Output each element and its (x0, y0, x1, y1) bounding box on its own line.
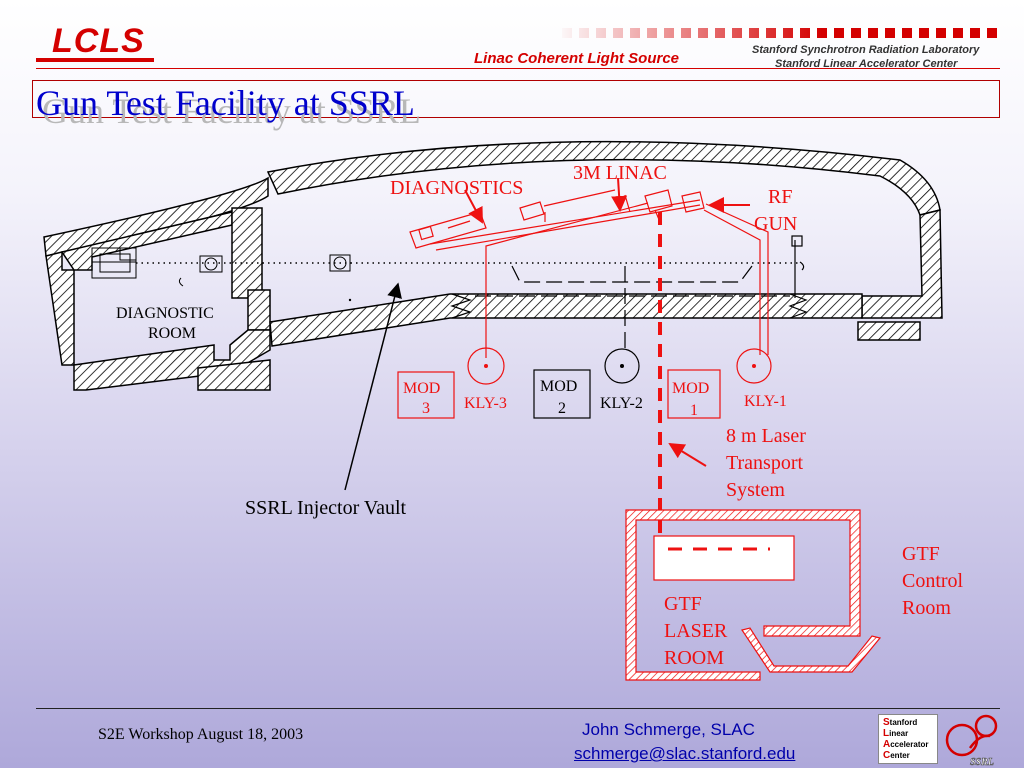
label-linac: 3M LINAC (573, 162, 667, 184)
laser-arrow (668, 442, 707, 467)
lcls-logo: LCLS (52, 22, 145, 60)
logo-underline (36, 58, 154, 62)
header-subtitle: Linac Coherent Light Source (474, 50, 680, 67)
label-mod2-2: 2 (558, 400, 566, 417)
label-laser-room-2: LASER (664, 620, 728, 642)
label-rf-gun-1: RF (768, 186, 792, 208)
label-mod3-2: 3 (422, 400, 430, 417)
diagram-labels: DIAGNOSTICS 3M LINAC RF GUN DIAGNOSTIC R… (116, 162, 964, 669)
header-rule (36, 68, 1000, 69)
vault-arrow (344, 282, 402, 491)
wall-breaks (450, 293, 808, 319)
label-laser-room-1: GTF (664, 593, 702, 615)
modulators (397, 369, 721, 419)
footer-author: John Schmerge, SLAC (582, 720, 755, 739)
klystrons (467, 347, 772, 385)
label-kly1: KLY-1 (744, 393, 787, 410)
diagnostic-room-equipment (91, 247, 351, 287)
linac-assembly (409, 189, 769, 358)
label-laser-1: 8 m Laser (726, 425, 806, 447)
label-diag-room-2: ROOM (148, 325, 196, 342)
slide-title: Gun Test Facility at SSRL (36, 83, 415, 123)
label-laser-room-3: ROOM (664, 647, 724, 669)
footer-event: S2E Workshop August 18, 2003 (98, 726, 304, 743)
linac-arrow (611, 177, 628, 212)
label-control-1: GTF (902, 543, 940, 565)
label-mod2-1: MOD (540, 378, 577, 395)
lab-name-line2: Stanford Linear Accelerator Center (775, 58, 958, 70)
header-stripes (555, 28, 1000, 38)
label-laser-2: Transport (726, 452, 803, 474)
label-kly2: KLY-2 (600, 395, 643, 412)
cable-trays (475, 235, 805, 350)
svg-text:SSRL: SSRL (970, 757, 994, 768)
label-laser-3: System (726, 479, 785, 501)
footer-email-link[interactable]: schmerge@slac.stanford.edu (574, 744, 796, 763)
gtf-laser-room (625, 509, 882, 681)
label-control-3: Room (902, 597, 951, 619)
label-mod1-2: 1 (690, 402, 698, 419)
ssrl-logo: SSRL (945, 714, 998, 768)
label-mod1-1: MOD (672, 380, 709, 397)
title-frame (32, 80, 1000, 118)
label-diag-room-1: DIAGNOSTIC (116, 305, 214, 322)
label-control-2: Control (902, 570, 964, 592)
label-rf-gun-2: GUN (754, 213, 797, 235)
slac-logo: Stanford Linear Accelerator Center (878, 714, 938, 764)
label-vault: SSRL Injector Vault (245, 497, 407, 519)
label-diagnostics: DIAGNOSTICS (390, 177, 523, 199)
vault-walls (43, 140, 943, 391)
diagnostics-arrow (464, 189, 483, 224)
label-kly3: KLY-3 (464, 395, 507, 412)
footer-rule (36, 708, 1000, 709)
label-mod3-1: MOD (403, 380, 440, 397)
title-shadow: Gun Test Facility at SSRL (42, 91, 421, 131)
lab-name-line1: Stanford Synchrotron Radiation Laborator… (752, 44, 980, 56)
